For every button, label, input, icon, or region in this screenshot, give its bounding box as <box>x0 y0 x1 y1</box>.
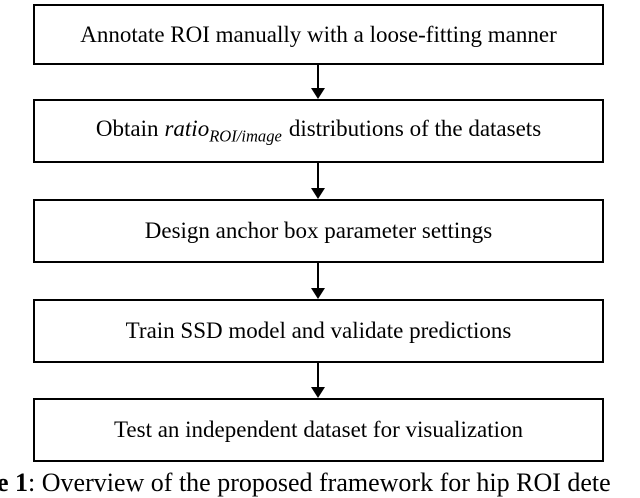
arrow-line <box>317 163 319 191</box>
down-arrow-icon <box>310 263 326 299</box>
flow-step-label: Design anchor box parameter settings <box>144 218 493 244</box>
flow-step-label: Annotate ROI manually with a loose-fitti… <box>80 21 557 47</box>
flow-step-label: Test an independent dataset for visualiz… <box>113 417 524 443</box>
down-arrow-icon <box>310 363 326 398</box>
arrow-line <box>317 363 319 390</box>
figure-caption-number: e 1 <box>0 468 29 497</box>
ratio-formula: ratioROI/image <box>164 116 281 145</box>
arrow-head <box>311 188 325 199</box>
down-arrow-icon <box>310 163 326 199</box>
arrow-head <box>311 88 325 99</box>
ratio-formula-base: ratio <box>164 116 210 142</box>
arrow-line <box>317 65 319 91</box>
label-suffix: distributions of the datasets <box>288 116 542 142</box>
arrow-head <box>311 288 325 299</box>
figure-caption-text: : Overview of the proposed framework for… <box>28 468 611 497</box>
arrow-line <box>317 263 319 291</box>
arrow-head <box>311 387 325 398</box>
figure-caption: e 1: Overview of the proposed framework … <box>0 468 640 498</box>
down-arrow-icon <box>310 65 326 99</box>
label-prefix: Obtain <box>95 116 159 142</box>
flow-step-train-ssd: Train SSD model and validate predictions <box>33 299 604 363</box>
ratio-formula-subscript: ROI/image <box>209 126 282 146</box>
flow-step-annotate-roi: Annotate ROI manually with a loose-fitti… <box>33 4 604 65</box>
flow-step-label: Train SSD model and validate predictions <box>125 318 512 344</box>
flow-step-design-anchor: Design anchor box parameter settings <box>33 199 604 263</box>
flow-step-test-dataset: Test an independent dataset for visualiz… <box>33 398 604 462</box>
